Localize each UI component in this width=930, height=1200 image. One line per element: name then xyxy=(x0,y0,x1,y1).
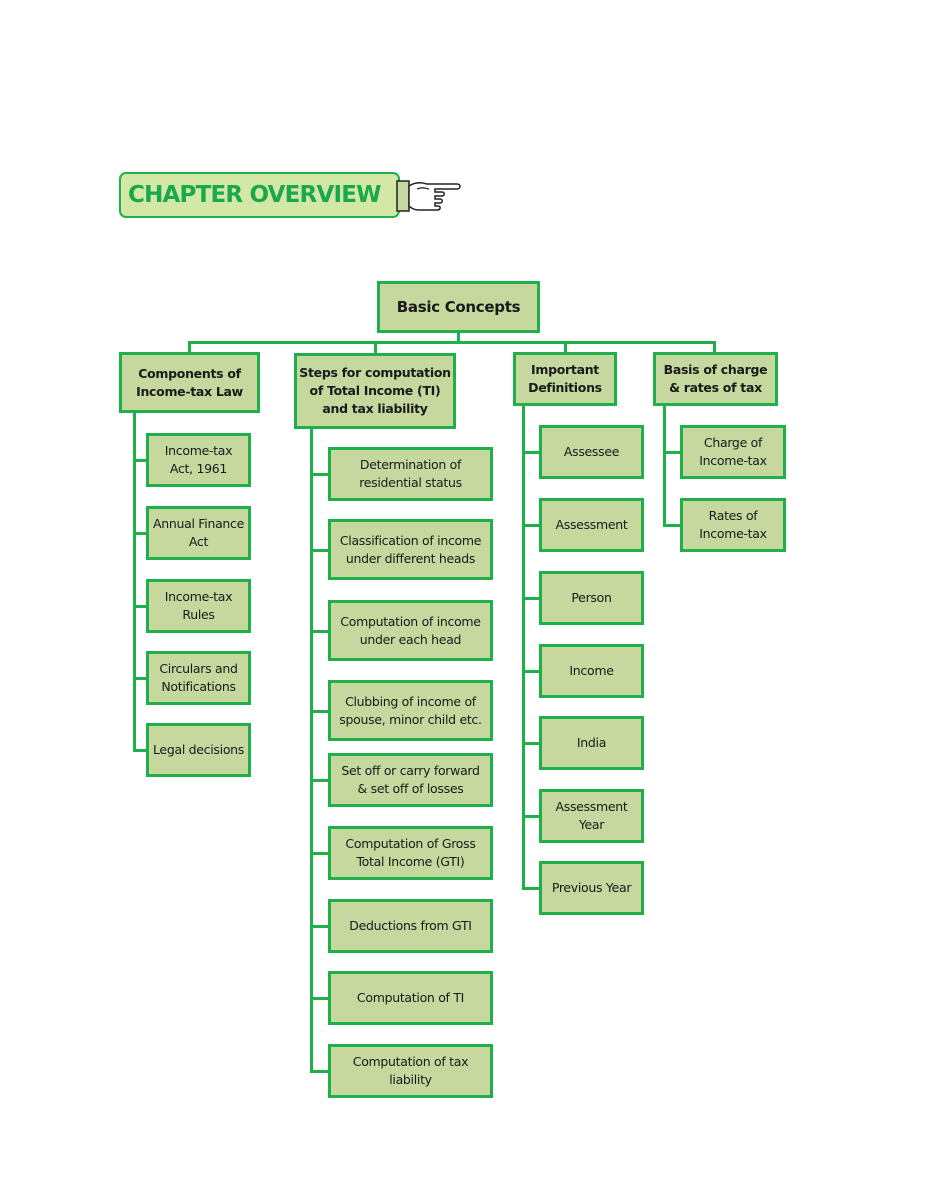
root-node-label: Basic Concepts xyxy=(396,298,521,316)
chapter-overview-title: CHAPTER OVERVIEW xyxy=(128,182,382,208)
node-person-label: Person xyxy=(571,590,612,605)
branch-trunk-2 xyxy=(310,429,313,1072)
node-computation-of-ti-label: Computation of TI xyxy=(356,990,465,1005)
node-deductions-from-gti-label: Deductions from GTI xyxy=(349,918,472,933)
node-legal-decisions-label: Legal decisions xyxy=(152,742,244,757)
branch-trunk-3 xyxy=(522,406,525,889)
child-connector xyxy=(522,670,539,673)
branch-trunk-1 xyxy=(133,413,136,751)
root-node: Basic Concepts xyxy=(377,281,540,333)
child-connector xyxy=(310,1070,328,1073)
branch-trunk-4 xyxy=(663,406,666,526)
child-connector xyxy=(133,749,146,752)
child-connector xyxy=(310,852,328,855)
child-connector xyxy=(663,524,680,527)
branch-connector-3 xyxy=(564,341,567,352)
node-legal-decisions: Legal decisions xyxy=(146,723,251,777)
child-connector xyxy=(310,779,328,782)
child-connector xyxy=(522,742,539,745)
node-person: Person xyxy=(539,571,644,625)
child-connector xyxy=(133,605,146,608)
child-connector xyxy=(133,459,146,462)
node-assessee-label: Assessee xyxy=(563,444,620,459)
child-connector xyxy=(522,524,539,527)
child-connector xyxy=(522,887,539,890)
chapter-overview-banner: CHAPTER OVERVIEW xyxy=(119,172,400,218)
root-connector xyxy=(457,332,460,343)
node-india: India xyxy=(539,716,644,770)
branch-basis-of-charge-rates-of-tax: Basis of charge& rates of tax xyxy=(653,352,778,406)
node-computation-of-ti: Computation of TI xyxy=(328,971,493,1025)
node-previous-year: Previous Year xyxy=(539,861,644,915)
child-connector xyxy=(522,597,539,600)
node-india-label: India xyxy=(576,735,607,750)
node-deductions-from-gti: Deductions from GTI xyxy=(328,899,493,953)
branch-connector-1 xyxy=(188,341,191,352)
node-assessment: Assessment xyxy=(539,498,644,552)
node-assessment-label: Assessment xyxy=(555,517,628,532)
node-assessee: Assessee xyxy=(539,425,644,479)
child-connector xyxy=(133,532,146,535)
child-connector xyxy=(310,548,328,552)
child-connector xyxy=(522,815,539,818)
node-previous-year-label: Previous Year xyxy=(551,880,632,895)
child-connector xyxy=(522,451,539,454)
child-connector xyxy=(133,677,146,680)
pointing-hand-icon xyxy=(396,180,461,212)
child-connector xyxy=(310,925,328,928)
node-set-off-or-carry-forward-set-off-of-losses: Set off or carry forward& set off of los… xyxy=(328,753,493,807)
child-connector xyxy=(663,451,680,454)
node-income-label: Income xyxy=(569,663,614,678)
child-connector xyxy=(310,997,328,1000)
node-set-off-or-carry-forward-set-off-of-losses-label: Set off or carry forward& set off of los… xyxy=(341,763,480,796)
branch-basis-of-charge-rates-of-tax-label: Basis of charge& rates of tax xyxy=(663,362,768,395)
child-connector xyxy=(310,473,328,476)
child-connector xyxy=(310,709,328,713)
child-connector xyxy=(310,629,328,633)
branch-bar xyxy=(188,341,715,344)
branch-connector-4 xyxy=(713,341,716,352)
node-income: Income xyxy=(539,644,644,698)
branch-connector-2 xyxy=(374,341,377,353)
